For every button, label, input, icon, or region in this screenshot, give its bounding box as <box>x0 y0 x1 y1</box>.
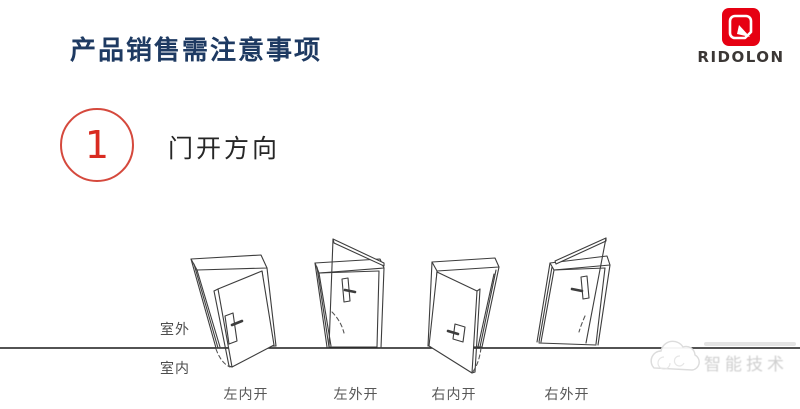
door-left-inward <box>190 254 277 368</box>
door-caption-right-inward: 右内开 <box>431 387 477 403</box>
slide-title: 产品销售需注意事项 <box>70 36 323 66</box>
door-caption-right-outward: 右外开 <box>544 387 590 403</box>
section-number-badge: 1 <box>60 108 134 182</box>
brand-name: RIDOLON <box>697 48 785 66</box>
door-right-inward <box>427 257 500 374</box>
door-right-outward <box>536 237 611 346</box>
door-caption-left-outward: 左外开 <box>333 387 379 403</box>
watermark-text: 智能技术 <box>704 355 788 375</box>
brand-logo: RIDOLON <box>690 8 792 66</box>
zone-label-inside: 室内 <box>160 361 190 377</box>
watermark-slogan-bar <box>704 342 796 346</box>
section-title: 门开方向 <box>168 134 281 163</box>
watermark: 智能技术 <box>640 330 800 384</box>
ridolon-r-icon <box>722 8 760 46</box>
section-number: 1 <box>84 123 110 167</box>
door-left-outward <box>314 238 385 349</box>
zone-label-outside: 室外 <box>160 322 190 338</box>
door-caption-left-inward: 左内开 <box>223 387 269 403</box>
cloud-watermark-icon <box>650 340 700 371</box>
door-direction-diagram <box>0 237 800 374</box>
